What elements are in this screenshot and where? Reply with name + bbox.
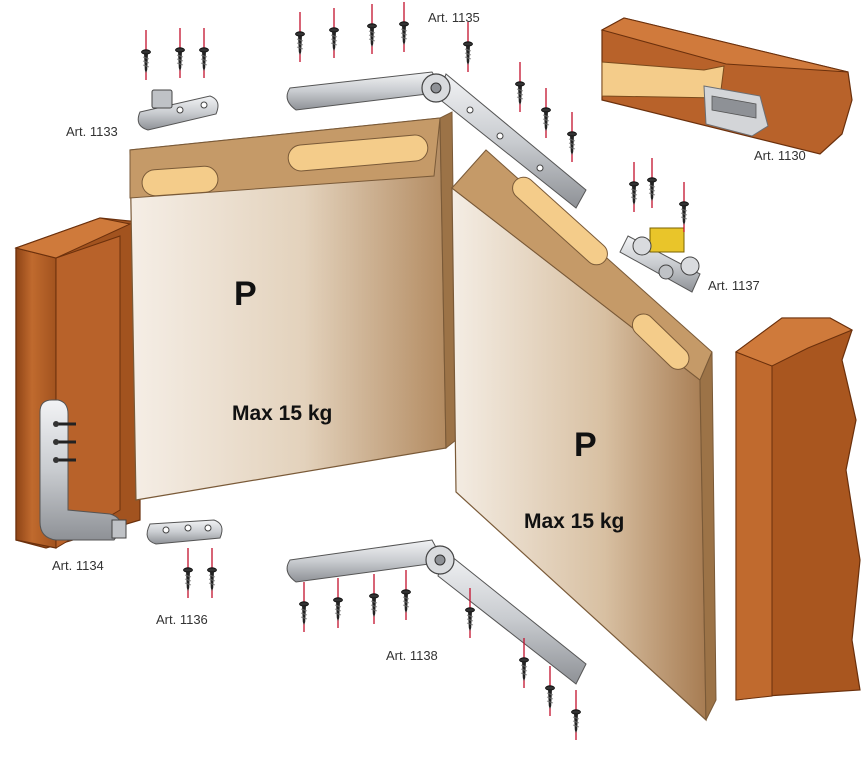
part-1133-top-pivot [137, 27, 219, 131]
left-panel-mark: P [234, 275, 257, 313]
left-panel-weight-label: Max 15 kg [232, 402, 332, 425]
part-1136-bottom-plate [146, 519, 223, 599]
left-door-jamb [14, 217, 141, 549]
left-door-panel: P Max 15 kg [129, 111, 457, 501]
part-1135-top-hinge [286, 1, 587, 209]
right-panel-weight-label: Max 15 kg [524, 510, 624, 533]
right-door-panel: P Max 15 kg [451, 149, 717, 722]
bracket-screws [53, 421, 76, 463]
part-1134-bottom-bracket [39, 399, 127, 541]
part-1138-bottom-hinge [286, 539, 587, 741]
part-1137-trolley [619, 157, 701, 293]
label-art-1133: Art. 1133 [66, 124, 118, 139]
label-art-1134: Art. 1134 [52, 558, 104, 573]
label-art-1130: Art. 1130 [754, 148, 806, 163]
right-panel-mark: P [574, 426, 597, 464]
label-art-1137: Art. 1137 [708, 278, 760, 293]
right-door-jamb [734, 317, 861, 701]
top-track-beam [600, 17, 853, 155]
label-art-1135: Art. 1135 [428, 10, 480, 25]
label-art-1138: Art. 1138 [386, 648, 438, 663]
label-art-1136: Art. 1136 [156, 612, 208, 627]
